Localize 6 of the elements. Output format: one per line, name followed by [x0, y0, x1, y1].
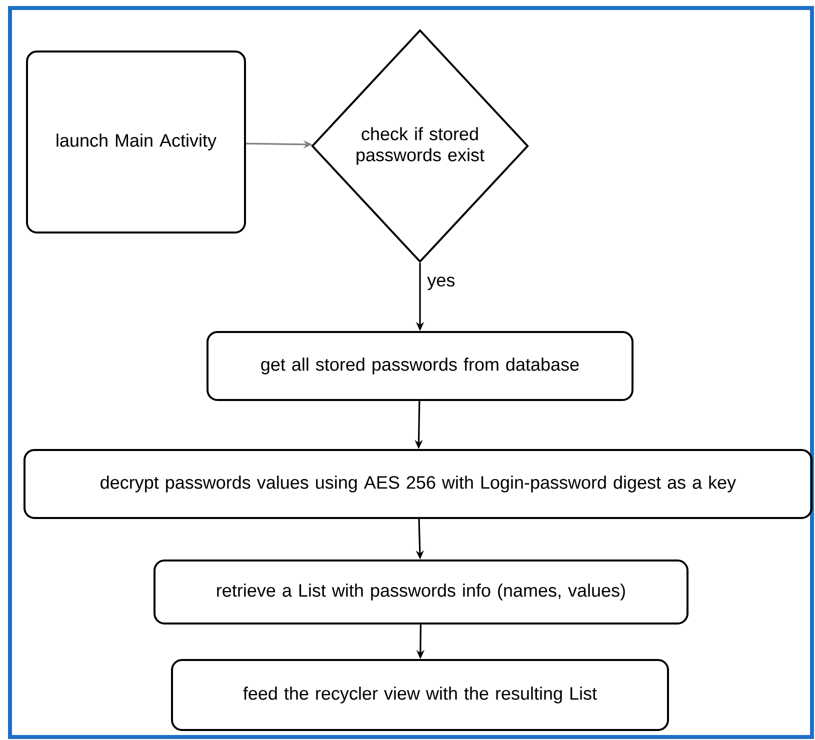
- process-box: retrieve a List with passwords info (names, values): [154, 560, 688, 624]
- edge-label: yes: [427, 276, 455, 290]
- process-box: get all stored passwords from database: [206, 331, 634, 401]
- process-box: feed the recycler view with the resulting List: [171, 659, 669, 731]
- process-box: decrypt passwords values using AES 256 with Login-password digest as a key: [24, 449, 812, 519]
- process-box: launch Main Activity: [26, 50, 246, 234]
